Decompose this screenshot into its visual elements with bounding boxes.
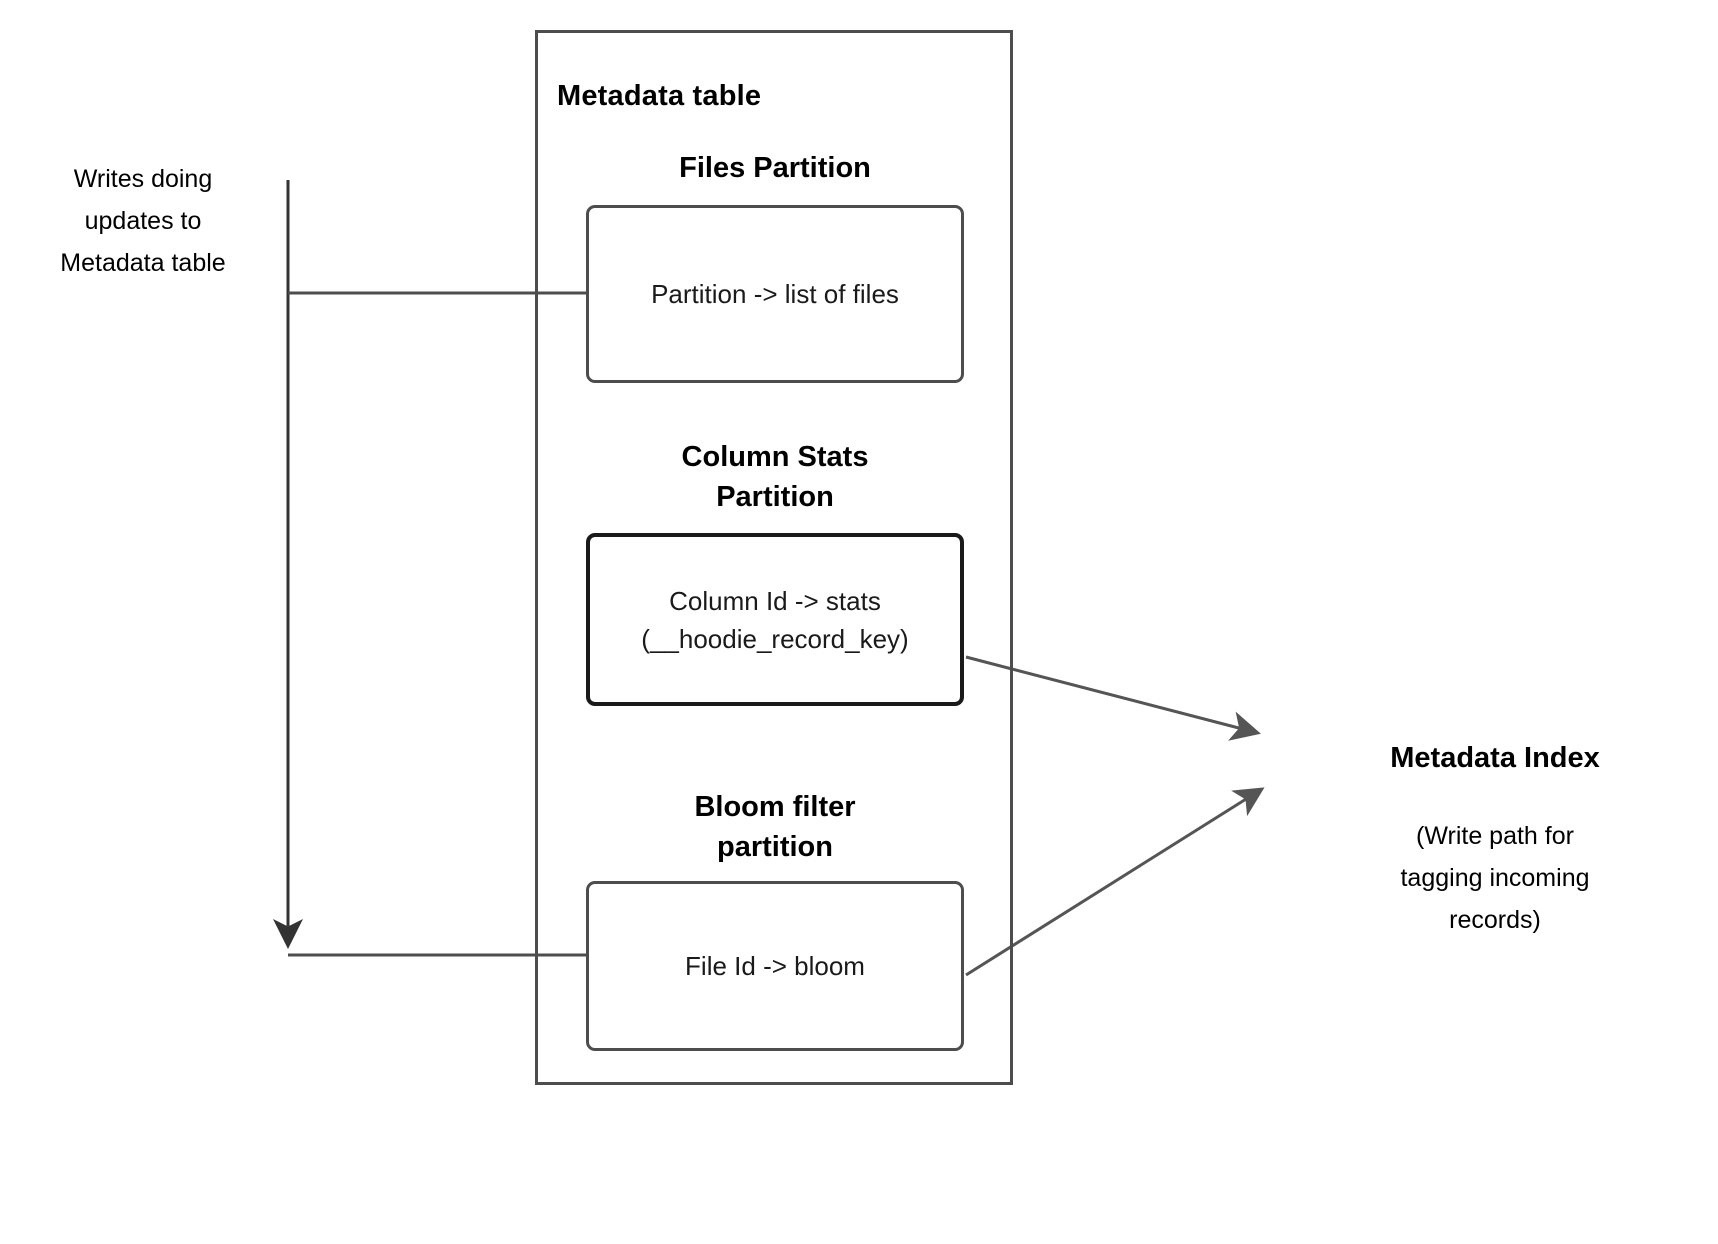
writes-annotation: Writes doing updates to Metadata table: [8, 158, 278, 284]
metadata-index-description: (Write path for tagging incoming records…: [1300, 815, 1690, 941]
column-stats-title-line2: Partition: [716, 481, 834, 513]
writes-annotation-line3: Metadata table: [60, 249, 226, 277]
files-partition-box: Partition -> list of files: [586, 205, 964, 383]
column-stats-box-text-line2: (__hoodie_record_key): [641, 623, 909, 654]
column-stats-partition-box: Column Id -> stats (__hoodie_record_key): [586, 533, 964, 706]
metadata-index-description-line3: records): [1449, 906, 1541, 934]
bloom-filter-title-line2: partition: [717, 831, 833, 863]
metadata-table-container: [535, 30, 1013, 1085]
writes-annotation-line2: updates to: [84, 207, 202, 235]
bloom-filter-box-text: File Id -> bloom: [685, 951, 865, 981]
files-partition-box-text: Partition -> list of files: [651, 279, 899, 309]
metadata-index-description-line1: (Write path for: [1416, 822, 1574, 850]
metadata-index-title: Metadata Index: [1390, 742, 1600, 774]
bloom-filter-partition-box: File Id -> bloom: [586, 881, 964, 1051]
bloom-filter-title-line1: Bloom filter: [694, 791, 856, 823]
writes-annotation-line1: Writes doing: [73, 165, 213, 193]
metadata-table-title: Metadata table: [557, 80, 762, 112]
column-stats-title-line1: Column Stats: [681, 441, 869, 473]
bloom-filter-partition-title: Bloom filter partition: [585, 787, 965, 867]
metadata-index-description-line2: tagging incoming: [1400, 864, 1590, 892]
column-stats-partition-title: Column Stats Partition: [585, 437, 965, 517]
files-partition-title: Files Partition: [679, 152, 871, 184]
column-stats-box-text-line1: Column Id -> stats: [669, 585, 881, 616]
